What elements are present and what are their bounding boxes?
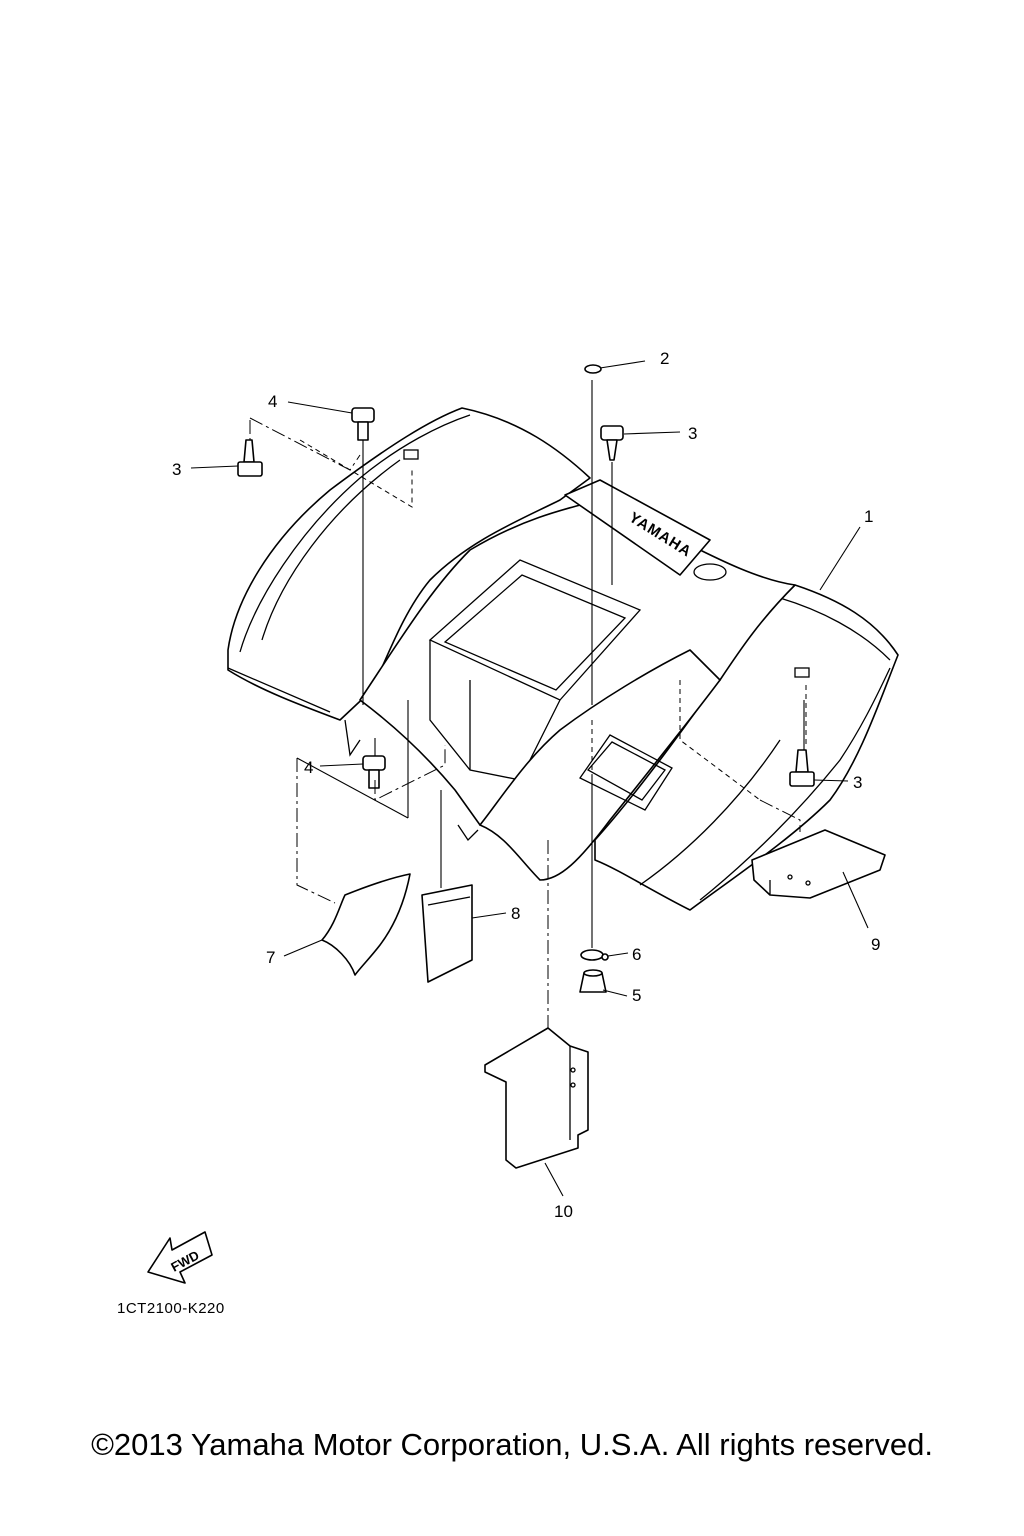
bolt-4-lower	[362, 755, 386, 789]
callout-3-upper: 3	[688, 424, 697, 443]
callout-labels: 1 2 3 3 3 4 4 5 6 7 8 9 10	[172, 349, 880, 1221]
fwd-arrow-icon: FWD	[147, 1231, 213, 1284]
callout-5: 5	[632, 986, 641, 1005]
callout-4-lower: 4	[304, 758, 313, 777]
cover-9	[751, 829, 886, 899]
callout-1: 1	[864, 507, 873, 526]
callout-7: 7	[266, 948, 275, 967]
grommet-5	[579, 969, 607, 993]
bolt-4-upper	[351, 407, 375, 441]
callout-3-left: 3	[172, 460, 181, 479]
callout-3-right: 3	[853, 773, 862, 792]
assembly-lines	[249, 380, 807, 1028]
callout-leaders	[190, 360, 869, 1197]
callout-8: 8	[511, 904, 520, 923]
callout-9: 9	[871, 935, 880, 954]
screw-3-upper	[600, 425, 624, 461]
screw-3-left	[237, 439, 263, 477]
callout-4-upper: 4	[268, 392, 277, 411]
callout-6: 6	[632, 945, 641, 964]
flap-8	[421, 884, 473, 983]
callout-10: 10	[554, 1202, 573, 1221]
clip-2	[584, 364, 602, 374]
callout-2: 2	[660, 349, 669, 368]
screw-3-right	[789, 749, 815, 787]
diagram-code: 1CT2100-K220	[117, 1300, 225, 1317]
guard-7	[321, 873, 411, 976]
washer-6	[580, 949, 609, 961]
copyright-notice: ©2013 Yamaha Motor Corporation, U.S.A. A…	[91, 1427, 933, 1462]
rear-fender: YAMAHA	[227, 407, 899, 911]
cover-10	[484, 1027, 589, 1169]
